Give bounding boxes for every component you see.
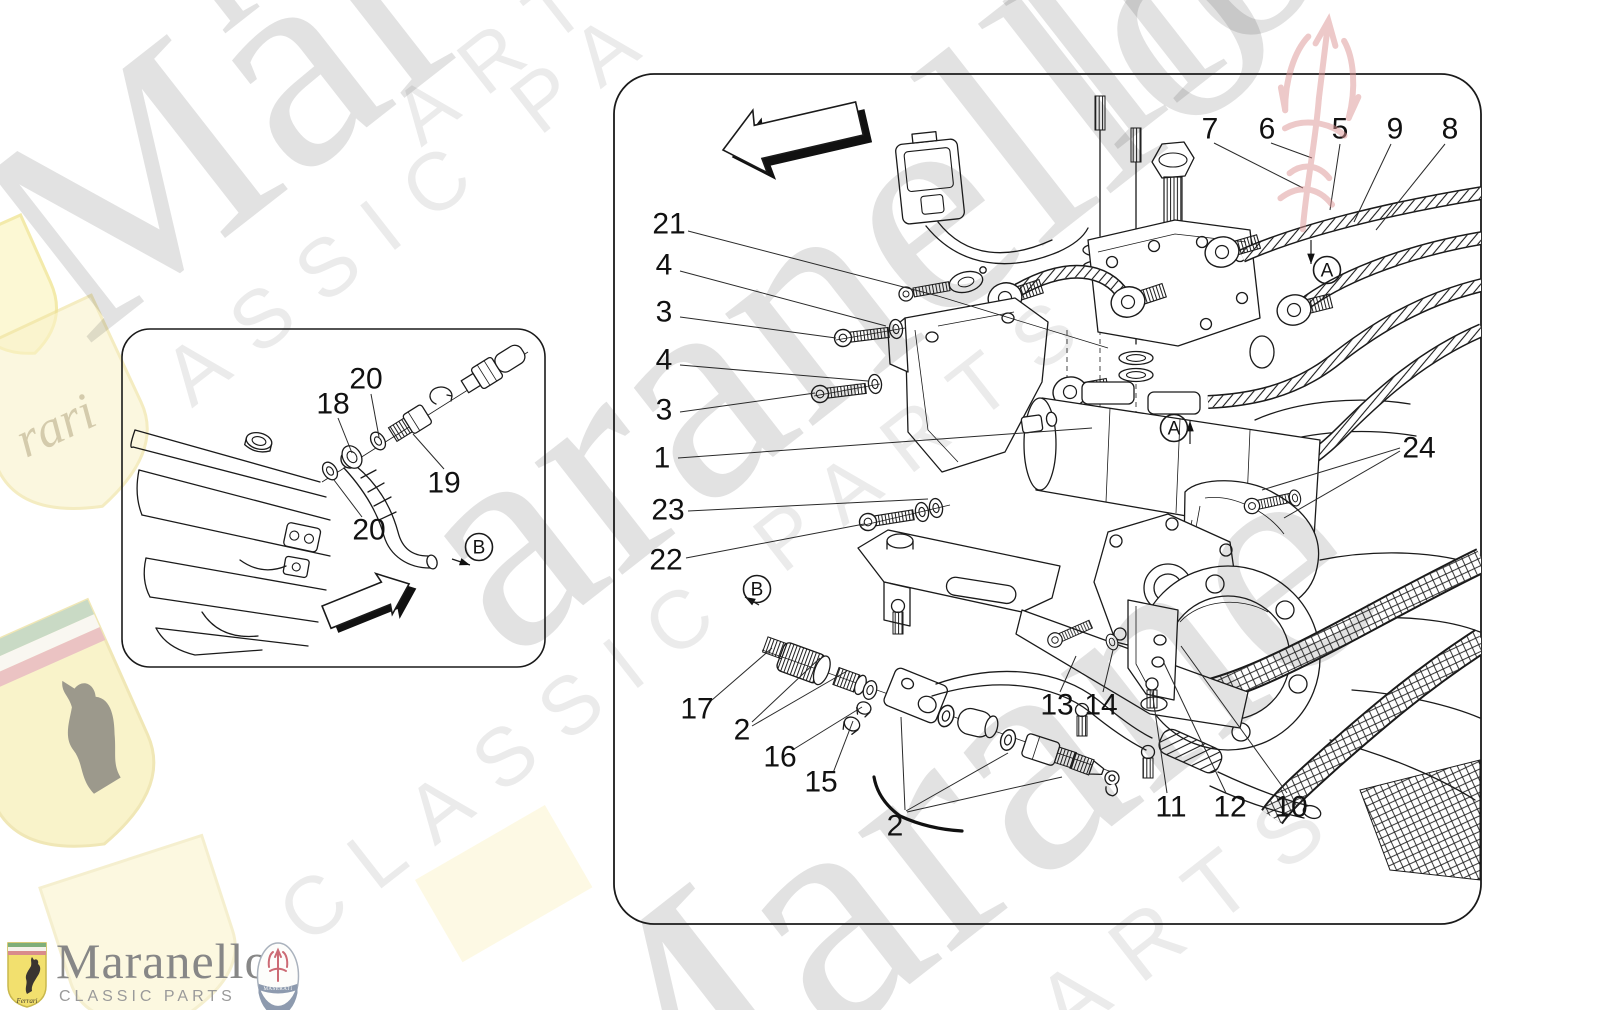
leader-line bbox=[832, 720, 854, 774]
leader-line bbox=[337, 417, 353, 454]
ferrari-shield-logo: Ferrari bbox=[7, 942, 47, 1008]
view-marker-letter: B bbox=[751, 580, 764, 601]
sensor-connector-drawing bbox=[895, 131, 1089, 302]
logo-brand-text: Maranello bbox=[56, 933, 271, 989]
leader-line bbox=[1261, 447, 1401, 491]
leader-line bbox=[1270, 142, 1313, 159]
faded-shield-horse bbox=[0, 597, 156, 848]
faded-shield-behind-logo bbox=[38, 833, 237, 1010]
callout-10: 10 bbox=[1274, 791, 1307, 824]
leader-line bbox=[679, 392, 816, 413]
leader-line bbox=[1329, 143, 1341, 211]
callout-21: 21 bbox=[652, 208, 685, 241]
leader-line bbox=[687, 498, 929, 512]
callout-6: 6 bbox=[1259, 113, 1276, 146]
leader-line bbox=[679, 316, 837, 339]
hose-sleeve bbox=[1158, 728, 1223, 774]
ferrari-label: Ferrari bbox=[16, 997, 38, 1005]
leader-line bbox=[1059, 655, 1077, 693]
view-marker-letter: A bbox=[1168, 419, 1181, 440]
callout-4: 4 bbox=[656, 344, 673, 377]
callout-1: 1 bbox=[654, 442, 671, 475]
leader-line bbox=[1151, 690, 1168, 794]
view-marker-A bbox=[1159, 413, 1189, 443]
leader-line bbox=[1180, 645, 1288, 794]
leader-line bbox=[1163, 662, 1227, 794]
callout-15: 15 bbox=[804, 766, 837, 799]
callout-4: 4 bbox=[656, 249, 673, 282]
leader-line bbox=[687, 230, 939, 297]
callout-19: 19 bbox=[427, 467, 460, 500]
callout-3: 3 bbox=[656, 296, 673, 329]
view-marker-B bbox=[464, 532, 494, 562]
callout-2: 2 bbox=[734, 714, 751, 747]
leader-line bbox=[905, 752, 1009, 812]
leader-line bbox=[751, 657, 821, 723]
callout-16: 16 bbox=[763, 741, 796, 774]
leader-line bbox=[679, 270, 887, 327]
leader-line bbox=[412, 433, 445, 470]
leader-line bbox=[906, 776, 1063, 813]
maserati-label: MASERATI bbox=[263, 987, 292, 992]
leader-line bbox=[677, 427, 1093, 459]
callout-20: 20 bbox=[349, 363, 382, 396]
leader-line bbox=[333, 479, 363, 518]
leader-line bbox=[793, 706, 863, 750]
callout-18: 18 bbox=[316, 388, 349, 421]
callout-24: 24 bbox=[1402, 432, 1435, 465]
maserati-oval-logo: MASERATI bbox=[256, 942, 300, 1010]
group-bracket-2 bbox=[872, 775, 964, 833]
callout-22: 22 bbox=[649, 544, 682, 577]
callout-7: 7 bbox=[1202, 113, 1219, 146]
callout-12: 12 bbox=[1213, 791, 1246, 824]
gearbox-case-drawing bbox=[1249, 335, 1481, 881]
callout-3: 3 bbox=[656, 394, 673, 427]
view-marker-arrowhead bbox=[1307, 253, 1315, 264]
bleed-valve-drawing bbox=[761, 636, 1322, 820]
leader-line bbox=[900, 716, 906, 811]
leader-line bbox=[751, 670, 848, 727]
view-marker-B bbox=[742, 574, 772, 604]
leader-line bbox=[1102, 649, 1114, 693]
direction-arrow-detail bbox=[321, 572, 417, 633]
view-marker-letter: A bbox=[1321, 261, 1334, 282]
leader-line bbox=[685, 523, 865, 559]
callout-9: 9 bbox=[1387, 113, 1404, 146]
screws-drawing bbox=[809, 318, 1303, 533]
view-marker-letter: B bbox=[473, 538, 486, 559]
callout-11: 11 bbox=[1155, 791, 1186, 824]
view-marker-A bbox=[1312, 255, 1342, 285]
faded-shield-fragment bbox=[415, 805, 593, 963]
leader-line bbox=[711, 647, 773, 701]
leader-line bbox=[1353, 143, 1392, 223]
brand-logo-block: Ferrari Maranello CLASSIC PARTS MASERATI bbox=[0, 930, 320, 1010]
small-bracket-drawing bbox=[1044, 599, 1179, 709]
leader-line bbox=[1375, 143, 1446, 231]
callout-13: 13 bbox=[1040, 689, 1073, 722]
view-marker-arrowhead bbox=[459, 558, 470, 566]
callout-5: 5 bbox=[1332, 113, 1349, 146]
callout-14: 14 bbox=[1084, 689, 1117, 722]
callout-2: 2 bbox=[887, 810, 904, 843]
engine-block-drawing bbox=[130, 429, 331, 656]
direction-arrow-main bbox=[721, 100, 873, 180]
fitting-parts-drawing bbox=[318, 344, 526, 484]
leader-line bbox=[1283, 450, 1401, 519]
callout-20: 20 bbox=[352, 514, 385, 547]
logo-tagline-text: CLASSIC PARTS bbox=[59, 988, 236, 1005]
callout-23: 23 bbox=[651, 494, 684, 527]
leader-line bbox=[679, 364, 869, 382]
leader-line bbox=[370, 393, 380, 438]
callout-17: 17 bbox=[680, 693, 713, 726]
faded-shield-ferrari-script: rari bbox=[0, 293, 149, 510]
callout-8: 8 bbox=[1442, 113, 1459, 146]
